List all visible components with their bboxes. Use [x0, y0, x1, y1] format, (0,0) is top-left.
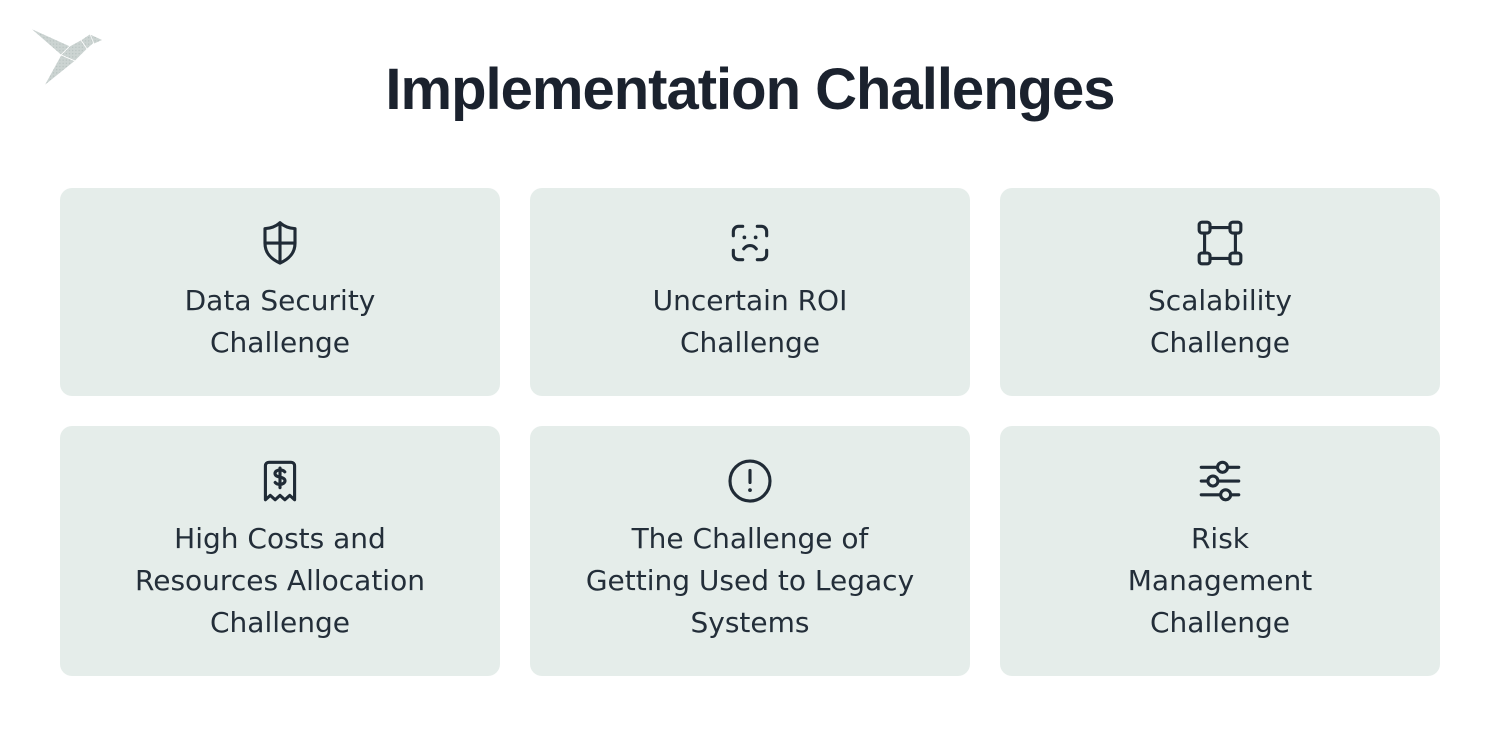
card-high-costs: High Costs and Resources Allocation Chal… [60, 426, 500, 676]
card-data-security: Data Security Challenge [60, 188, 500, 396]
card-label-line: Risk [1190, 522, 1250, 555]
page-title: Implementation Challenges [385, 57, 1115, 122]
receipt-dollar-icon [263, 460, 297, 502]
card-label-line: Challenge [210, 606, 350, 639]
card-risk-management: Risk Management Challenge [1000, 426, 1440, 676]
card-uncertain-roi: Uncertain ROI Challenge [530, 188, 970, 396]
card-scalability: Scalability Challenge [1000, 188, 1440, 396]
bird-tail [43, 54, 76, 87]
card-label-line: Challenge [1149, 606, 1290, 639]
card-label-line: Scalability [1148, 284, 1292, 317]
card-label-line: Data Security [184, 284, 376, 317]
card-label-line: Uncertain ROI [652, 284, 848, 317]
card-label: The Challenge of Getting Used to Legacy … [586, 518, 914, 644]
card-label: High Costs and Resources Allocation Chal… [135, 518, 425, 644]
card-label-line: Challenge [210, 326, 350, 359]
card-label: Risk Management Challenge [1128, 518, 1312, 644]
card-label: Scalability Challenge [1148, 280, 1292, 364]
shield-cross-icon [263, 221, 297, 265]
sliders-icon [1199, 460, 1241, 502]
alert-circle-icon [728, 459, 772, 503]
card-label-line: Challenge [1150, 326, 1290, 359]
bird-wing [30, 27, 71, 56]
card-label-line: Getting Used to Legacy [585, 564, 915, 597]
bird-beak [89, 33, 104, 45]
vector-square-icon [1197, 220, 1243, 266]
card-label-line: Resources Allocation [135, 564, 425, 597]
origami-bird-logo [30, 27, 104, 87]
card-label-line: Management [1127, 564, 1313, 597]
card-legacy-systems: The Challenge of Getting Used to Legacy … [530, 426, 970, 676]
card-label-line: High Costs and [174, 522, 386, 555]
card-label-line: Challenge [680, 326, 820, 359]
card-label-line: The Challenge of [631, 522, 869, 555]
card-label-line: Systems [690, 606, 810, 639]
card-label: Uncertain ROI Challenge [653, 280, 848, 364]
scan-face-frown-icon [731, 224, 769, 262]
card-label: Data Security Challenge [185, 280, 376, 364]
challenges-grid: Data Security Challenge Uncertain ROI Ch… [60, 188, 1440, 676]
